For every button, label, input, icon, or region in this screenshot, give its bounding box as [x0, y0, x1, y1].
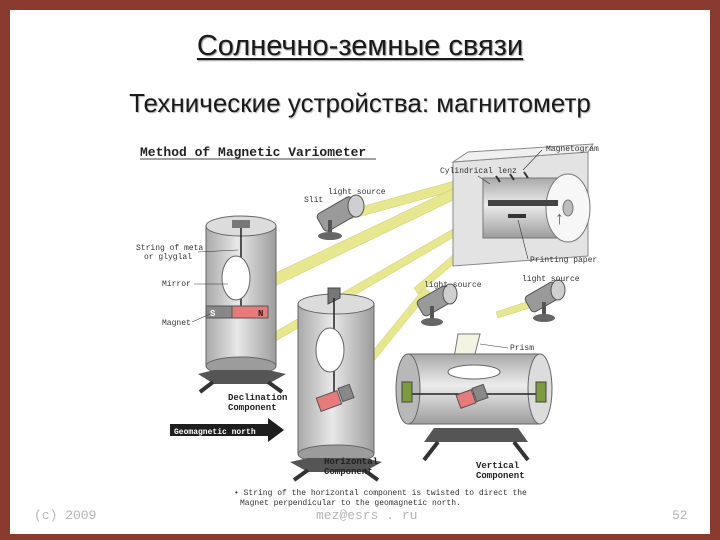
pole-n: N [258, 309, 263, 319]
light-source-top [316, 194, 365, 240]
label-vertical-2: Component [476, 471, 525, 481]
diagram-note-2: Magnet perpendicular to the geomagnetic … [240, 499, 461, 508]
footer-copyright: (c) 2009 [34, 508, 97, 523]
slide-title: Солнечно-земные связи [196, 30, 524, 62]
diagram-note-1: • String of the horizontal component is … [234, 489, 527, 498]
label-light-source-2: light source [424, 281, 482, 290]
label-prism: Prism [510, 344, 534, 353]
footer-page-number: 52 [672, 508, 688, 523]
label-mirror: Mirror [162, 280, 191, 289]
vertical-magnetometer [395, 333, 553, 462]
label-horizontal-2: Component [324, 467, 373, 477]
label-horizontal-1: Horizontal [324, 457, 379, 467]
label-light-source-3: light source [522, 275, 580, 284]
label-cylindrical-lens: Cylindrical lenz [440, 167, 517, 176]
horizontal-magnetometer [290, 287, 382, 482]
magnetogram-drum: ↑ [451, 143, 594, 267]
label-magnetogram: Magnetogram [546, 145, 599, 154]
label-slit: Slit [304, 196, 323, 205]
svg-text:↑: ↑ [554, 210, 565, 230]
geomagnetic-north-arrow [170, 418, 284, 442]
label-declination-1: Declination [228, 393, 287, 403]
label-light-source-1: light source [328, 188, 386, 197]
label-geomagnetic-north: Geomagnetic north [174, 428, 256, 437]
diagram-heading: Method of Magnetic Variometer [140, 145, 366, 160]
footer-email: mez@esrs . ru [316, 508, 418, 523]
label-magnet: Magnet [162, 319, 191, 328]
declination-magnetometer: S N [198, 215, 286, 394]
magnetometer-diagram: Method of Magnetic Variometer ↑ Magnetog… [136, 143, 599, 508]
label-printing-paper: Printing paper [530, 256, 597, 265]
label-declination-2: Component [228, 403, 277, 413]
light-source-middle [416, 283, 458, 326]
light-source-right [524, 279, 566, 322]
label-string-2: or glyglal [144, 253, 192, 262]
label-vertical-1: Vertical [476, 461, 520, 471]
pole-s: S [210, 309, 216, 319]
slide-subtitle: Технические устройства: магнитометр [129, 88, 591, 118]
label-string: String of meta [136, 244, 203, 253]
